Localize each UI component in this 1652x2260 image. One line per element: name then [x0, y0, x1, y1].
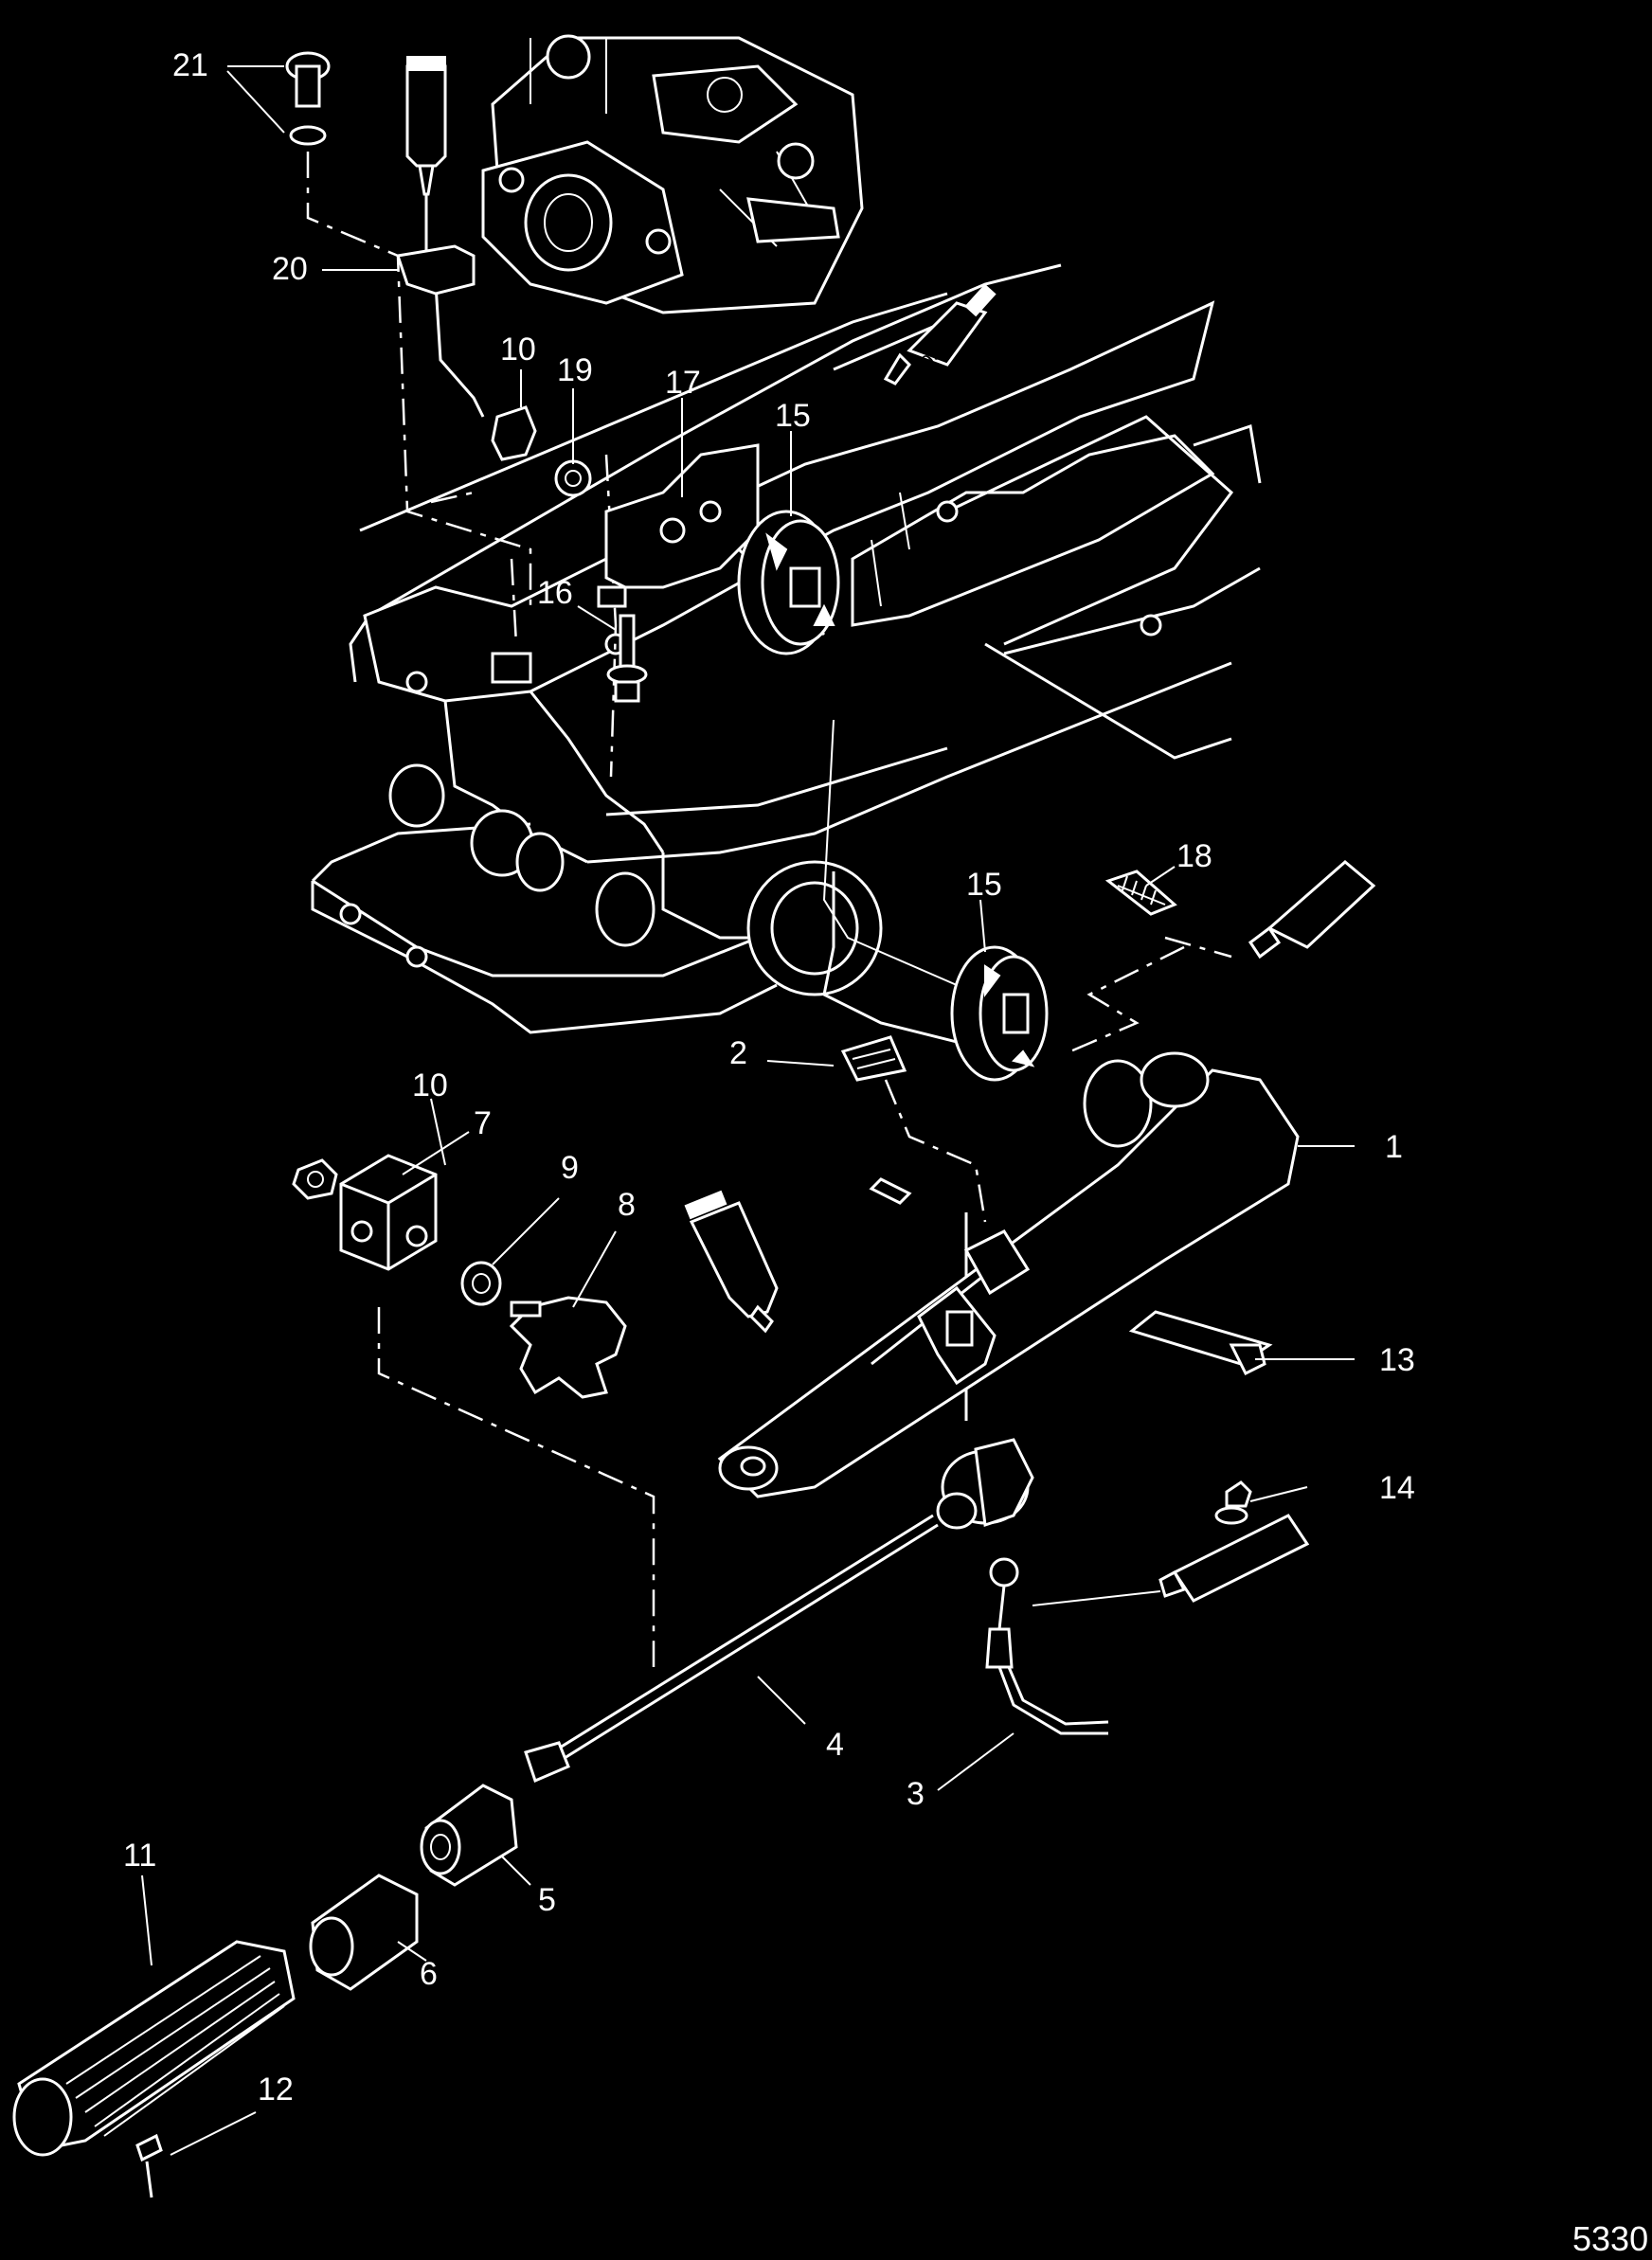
callout-10-upper: 10 [500, 332, 536, 368]
friction-parts: 95 [292, 1154, 779, 1399]
callout-labels: 21 20 10 19 17 15 16 18 15 2 1 10 7 9 8 … [123, 47, 1415, 2108]
callout-19: 19 [557, 352, 593, 388]
callout-leaders [141, 65, 1355, 2156]
figure-number: 5330 [1572, 2219, 1648, 2258]
callout-4: 4 [826, 1727, 844, 1763]
callout-6: 6 [420, 1956, 438, 1992]
tiller-arm [717, 1035, 1300, 1498]
callout-12: 12 [258, 2072, 294, 2108]
callout-1: 1 [1385, 1129, 1403, 1165]
callout-15-upper: 15 [775, 398, 811, 434]
callout-13: 13 [1379, 1342, 1415, 1378]
callout-15-lower: 15 [966, 867, 1002, 903]
callout-10-lower: 10 [412, 1067, 448, 1103]
choke-linkage: 14 [285, 51, 485, 418]
callout-3: 3 [907, 1776, 925, 1812]
callout-7: 7 [474, 1105, 492, 1141]
lower-cowl-housing [311, 263, 1262, 1034]
callout-20: 20 [272, 251, 308, 287]
callout-17: 17 [665, 365, 701, 401]
callout-14: 14 [1379, 1470, 1415, 1506]
callout-18: 18 [1176, 838, 1212, 874]
carburetor [481, 34, 864, 314]
callout-21: 21 [172, 47, 208, 83]
tiller-grip [12, 1784, 518, 2198]
callout-2: 2 [729, 1035, 747, 1071]
callout-16: 16 [537, 575, 573, 611]
lower-right-parts: 95 [950, 860, 1376, 1082]
callout-5: 5 [538, 1882, 556, 1918]
callout-11: 11 [123, 1838, 156, 1874]
tube-label-14-top: 14 [414, 93, 435, 114]
callout-8: 8 [618, 1187, 636, 1223]
throttle-shaft: 14 [524, 1438, 1310, 1784]
callout-9: 9 [561, 1150, 579, 1186]
upper-small-parts: 95 [491, 283, 997, 703]
